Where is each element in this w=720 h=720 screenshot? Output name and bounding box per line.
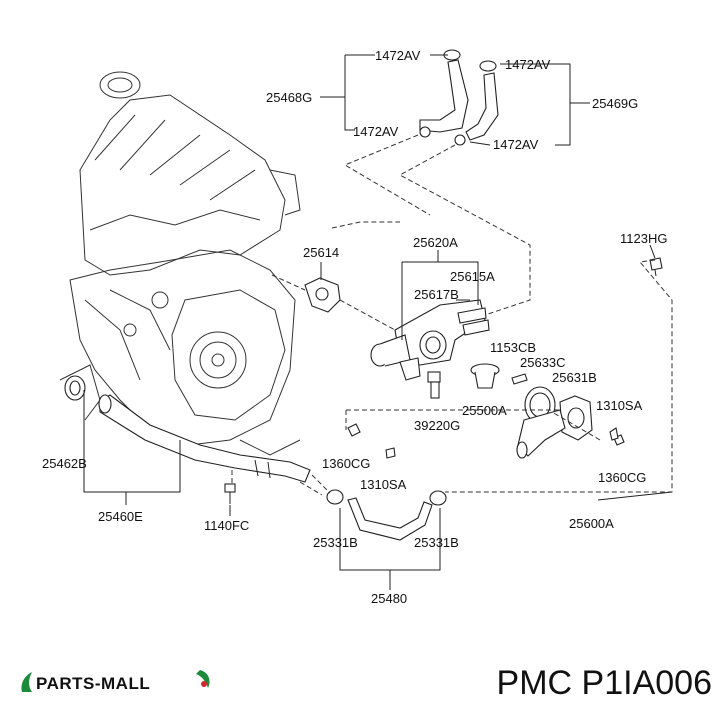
- hose-25469g: [465, 72, 499, 141]
- label-1310sa: 1310SA: [360, 477, 407, 492]
- thermostat-housing: [370, 299, 490, 381]
- label-25600a: 25600A: [569, 516, 614, 531]
- label-1360cg: 1360CG: [598, 470, 646, 485]
- label-25468g: 25468G: [266, 90, 312, 105]
- label-25631b: 25631B: [552, 370, 597, 385]
- hose-clamp: [326, 489, 344, 505]
- stud: [511, 373, 528, 385]
- nut-1360cg: [347, 423, 361, 437]
- label-1123hg: 1123HG: [620, 231, 667, 246]
- label-1472av: 1472AV: [375, 48, 421, 63]
- brand-name: PARTS-MALL: [36, 674, 151, 693]
- water-outlet: [516, 395, 593, 459]
- parts-mall-logo: [21, 670, 210, 692]
- logo-dot: [201, 681, 207, 687]
- label-25331b: 25331B: [313, 535, 358, 550]
- bolt-1123hg: [649, 257, 663, 271]
- thermostat: [470, 363, 500, 389]
- label-1472av: 1472AV: [493, 137, 539, 152]
- label-25480: 25480: [371, 591, 407, 606]
- label-25331b: 25331B: [414, 535, 459, 550]
- label-39220g: 39220G: [414, 418, 460, 433]
- label-1153cb: 1153CB: [490, 340, 536, 355]
- hose-25480: [347, 497, 433, 541]
- label-25620a: 25620A: [413, 235, 458, 250]
- label-1310sa: 1310SA: [596, 398, 643, 413]
- engine-block: [59, 71, 301, 456]
- label-25500a: 25500A: [462, 403, 507, 418]
- label-25633c: 25633C: [520, 355, 566, 370]
- label-25615a: 25615A: [450, 269, 495, 284]
- bolt-1140fc: [224, 483, 236, 504]
- label-1360cg: 1360CG: [322, 456, 370, 471]
- bolt-1310sa: [385, 447, 396, 459]
- label-25460e: 25460E: [98, 509, 143, 524]
- water-pipe: [99, 394, 311, 483]
- label-25462b: 25462B: [42, 456, 87, 471]
- logo-swoosh-left: [21, 672, 32, 692]
- label-1472av: 1472AV: [353, 124, 399, 139]
- label-25614: 25614: [303, 245, 339, 260]
- hose-25468g: [419, 59, 469, 133]
- label-25617b: 25617B: [414, 287, 459, 302]
- temp-sensor: [427, 371, 441, 399]
- part-number-caption: PMC P1IA006: [496, 664, 712, 702]
- label-25469g: 25469G: [592, 96, 638, 111]
- label-1472av: 1472AV: [505, 57, 551, 72]
- label-1140fc: 1140FC: [204, 518, 249, 533]
